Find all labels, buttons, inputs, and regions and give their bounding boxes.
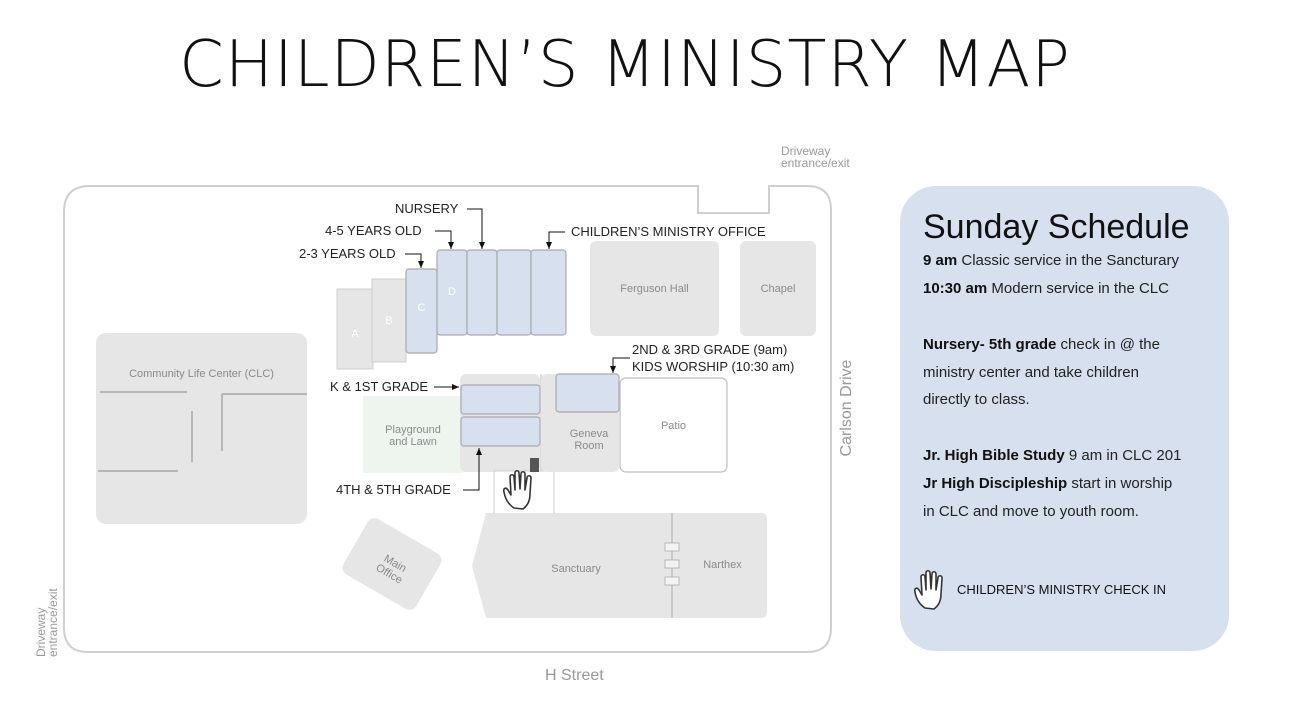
playground xyxy=(363,396,463,473)
office-room xyxy=(530,249,567,336)
chapel-label: Chapel xyxy=(760,283,796,295)
chapel xyxy=(740,241,816,336)
fourth-fifth-callout: 4TH & 5TH GRADE xyxy=(336,482,451,497)
checkin-door xyxy=(530,458,539,472)
clc-interior-walls xyxy=(98,391,307,472)
nursery-room xyxy=(466,249,498,336)
driveway-left-label: Driveway entrance/exit xyxy=(34,588,60,657)
4th-5th-room xyxy=(460,416,541,447)
fourth-fifth-leader xyxy=(463,448,482,491)
schedule-line: Jr High Discipleship start in worship xyxy=(923,475,1173,492)
clc-label: Community Life Center (CLC) xyxy=(129,368,274,380)
two-three-callout: 2-3 YEARS OLD xyxy=(299,246,396,261)
k-1st-room xyxy=(460,384,541,415)
schedule-line: ministry center and take children xyxy=(923,364,1139,381)
ferguson-hall xyxy=(590,241,719,336)
second-third-callout: 2ND & 3RD GRADE (9am) KIDS WORSHIP (10:3… xyxy=(632,342,795,374)
driveway-top-label: Driveway entrance/exit xyxy=(781,144,850,170)
k-first-callout: K & 1ST GRADE xyxy=(330,379,429,394)
campus-boundary xyxy=(63,185,832,653)
four-five-callout: 4-5 YEARS OLD xyxy=(325,223,422,238)
h-street-label: H Street xyxy=(545,667,604,684)
office-callout: CHILDREN’S MINISTRY OFFICE xyxy=(571,224,766,239)
playground-label: Playground and Lawn xyxy=(385,424,441,448)
2nd-3rd-room xyxy=(555,373,620,413)
room-a xyxy=(336,288,374,370)
room-e xyxy=(496,249,532,336)
sunday-schedule-panel: Sunday Schedule 9 am Classic service in … xyxy=(900,186,1229,651)
four-five-leader xyxy=(435,230,454,249)
schedule-title: Sunday Schedule xyxy=(923,208,1190,246)
schedule-line: directly to class. xyxy=(923,391,1030,408)
clc-building xyxy=(96,333,307,524)
patio xyxy=(619,377,728,473)
ferguson-label: Ferguson Hall xyxy=(620,283,689,295)
checkin-legend-label: CHILDREN’S MINISTRY CHECK IN xyxy=(957,582,1166,597)
second-third-leader xyxy=(610,357,630,373)
schedule-line: Jr. High Bible Study 9 am in CLC 201 xyxy=(923,447,1182,464)
two-three-leader xyxy=(405,253,424,268)
patio-label: Patio xyxy=(660,420,687,432)
schedule-line: 9 am Classic service in the Sancturary xyxy=(923,252,1179,269)
nursery-leader xyxy=(467,208,485,249)
schedule-line: in CLC and move to youth room. xyxy=(923,503,1139,520)
hand-icon xyxy=(914,569,943,610)
page-title: CHILDREN’S MINISTRY MAP xyxy=(179,28,1071,102)
schedule-line: 10:30 am Modern service in the CLC xyxy=(923,280,1169,297)
room-b xyxy=(371,278,407,363)
sanctuary-building xyxy=(472,513,767,618)
main-office xyxy=(342,518,442,610)
geneva-label: Geneva Room xyxy=(569,428,609,452)
sanctuary-label: Sanctuary xyxy=(551,563,601,575)
office-leader xyxy=(546,231,565,249)
narthex-label: Narthex xyxy=(703,559,742,571)
room-d-label: D xyxy=(448,286,456,298)
room-c-label: C xyxy=(417,302,426,314)
schedule-line: Nursery- 5th grade check in @ the xyxy=(923,336,1160,353)
room-b-label: B xyxy=(385,315,393,327)
room-a-label: A xyxy=(351,328,359,340)
nursery-callout: NURSERY xyxy=(395,201,459,216)
carlson-drive-label: Carlson Drive xyxy=(838,359,855,457)
